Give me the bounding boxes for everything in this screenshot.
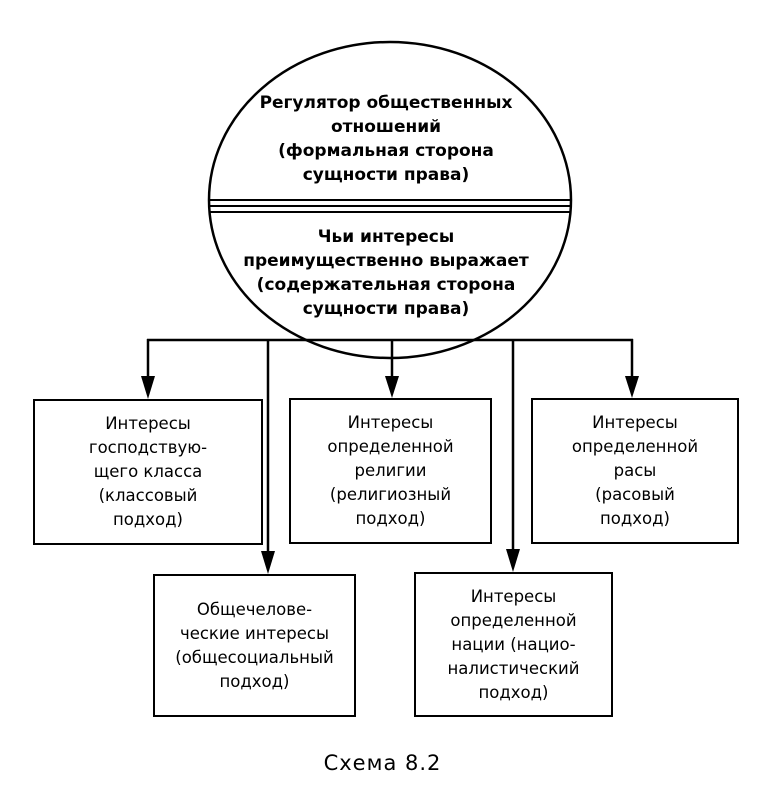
box-race-text: Интересы определенной расы (расовый подх…: [571, 413, 699, 528]
arrowhead-race: [625, 376, 639, 398]
box-class-text: Интересы господствую- щего класса (класс…: [88, 414, 208, 529]
circle-bottom-line-3: (содержательная сторона: [256, 275, 516, 295]
circle-top-line-2: отношений: [330, 117, 442, 137]
circle-top-line-1: Регулятор общественных: [259, 93, 513, 113]
box-human-interests: Общечелове- ческие интересы (общесоциаль…: [153, 574, 356, 717]
box-race-interests: Интересы определенной расы (расовый подх…: [531, 398, 739, 544]
diagram-caption: Схема 8.2: [323, 751, 442, 775]
circle-bottom-line-1: Чьи интересы: [317, 227, 455, 247]
circle-top-text: Регулятор общественных отношений (формальн…: [230, 91, 542, 187]
circle-bottom-line-4: сущности права): [302, 299, 470, 319]
box-human-text: Общечелове- ческие интересы (общесоциаль…: [175, 599, 334, 691]
arrowhead-human: [261, 551, 275, 574]
circle-top-line-4: сущности права): [302, 165, 470, 185]
circle-bottom-text: Чьи интересы преимущественно выражает (сод…: [230, 225, 542, 321]
box-nation-interests: Интересы определенной нации (нацио- нали…: [414, 572, 613, 717]
box-religion-interests: Интересы определенной религии (религиозн…: [289, 398, 492, 544]
arrowhead-class: [141, 376, 155, 399]
circle-bottom-line-2: преимущественно выражает: [243, 251, 529, 271]
circle-top-line-3: (формальная сторона: [278, 141, 494, 161]
box-nation-text: Интересы определенной нации (нацио- нали…: [447, 586, 580, 702]
box-religion-text: Интересы определенной религии (религиозн…: [327, 413, 454, 528]
arrowhead-nation: [506, 549, 520, 572]
box-class-interests: Интересы господствую- щего класса (класс…: [33, 399, 263, 545]
arrowhead-religion: [385, 376, 399, 398]
